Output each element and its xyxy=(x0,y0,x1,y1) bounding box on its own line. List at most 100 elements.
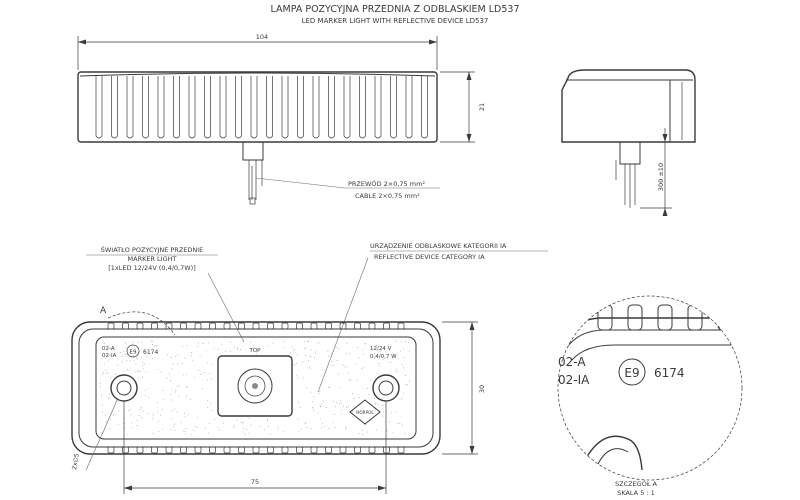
lens-dot xyxy=(237,348,239,350)
lens-dot xyxy=(346,342,348,344)
lens-dot xyxy=(137,425,138,426)
lens-dot xyxy=(338,348,340,350)
lens-dot xyxy=(132,346,134,348)
housing-tooth xyxy=(354,322,361,330)
lens-dot xyxy=(174,408,176,410)
lens-dot xyxy=(367,431,369,433)
approval-number: 6174 xyxy=(143,349,158,356)
lens-dot xyxy=(207,432,209,434)
lens-dot xyxy=(250,350,252,352)
lens-dot xyxy=(126,360,128,362)
lens-dot xyxy=(213,418,215,420)
lens-dot xyxy=(294,348,296,350)
arrow-up xyxy=(469,322,475,330)
lens-dot xyxy=(125,354,126,355)
lens-dot xyxy=(313,357,315,359)
lens-dot xyxy=(131,422,133,424)
lens-dot xyxy=(174,391,176,393)
front-ribs xyxy=(95,76,428,139)
lens-dot xyxy=(171,388,173,390)
led-icon xyxy=(252,383,258,389)
marker-note-line3: [1xLED 12/24V (0,4/0,7W)] xyxy=(108,264,195,272)
lens-dot xyxy=(306,387,307,389)
front-rib xyxy=(188,76,196,139)
cable-end xyxy=(249,197,256,205)
lens-dot xyxy=(160,414,162,416)
lens-dot xyxy=(156,345,158,347)
detail-marker-arc xyxy=(107,311,176,336)
lens-dot xyxy=(303,341,305,343)
lens-dot xyxy=(176,363,178,365)
lens-dot xyxy=(241,422,243,424)
lens-dot xyxy=(307,340,308,342)
front-rib xyxy=(328,76,335,139)
lens-dot xyxy=(144,363,146,365)
lens-dot xyxy=(236,347,238,349)
lens-dot xyxy=(191,359,193,361)
arrow-right xyxy=(378,485,386,491)
lens-dot xyxy=(328,355,330,357)
lens-dot xyxy=(393,354,395,356)
lens-dot xyxy=(315,351,316,353)
arrow-right xyxy=(429,39,437,45)
lens-dot xyxy=(310,391,312,393)
lens-dot xyxy=(144,389,146,391)
led-window xyxy=(217,355,293,417)
lens-dot xyxy=(158,431,160,433)
lens-dot xyxy=(100,432,102,434)
marker-note: ŚWIATŁO POZYCYJNE PRZEDNIE MARKER LIGHT … xyxy=(86,245,245,343)
lens-dot xyxy=(152,412,154,414)
lens-dot xyxy=(304,422,306,424)
lens-dot xyxy=(368,394,370,395)
lens-dot xyxy=(400,415,402,417)
lens-dot xyxy=(190,355,192,357)
detail-label: A xyxy=(100,306,107,316)
cable-note-pl: PRZEWÓD 2×0,75 mm² xyxy=(348,179,425,188)
lens-dot xyxy=(198,370,199,372)
housing-tooth xyxy=(238,446,245,454)
lens-dot xyxy=(339,400,341,402)
lens-dot xyxy=(362,434,364,435)
front-rib xyxy=(421,76,428,139)
front-rib xyxy=(312,76,320,139)
lens-dot xyxy=(386,430,388,432)
lens-dot xyxy=(353,398,355,400)
housing-tooth xyxy=(209,446,216,454)
lens-dot xyxy=(309,368,311,370)
lens-dot xyxy=(364,343,366,345)
housing-tooth xyxy=(397,446,405,454)
lens-dot xyxy=(308,340,310,342)
lens-dot xyxy=(141,376,143,378)
lens-dot xyxy=(309,366,311,368)
mounting-hole-left xyxy=(110,374,138,402)
lens-dot xyxy=(397,423,399,425)
side-view: 300 ±10 xyxy=(561,69,696,216)
lens-dot xyxy=(340,409,342,411)
lens-dot xyxy=(107,355,109,356)
lens-dot xyxy=(374,397,376,399)
lens-dot xyxy=(298,431,300,433)
lens-dot xyxy=(150,340,152,342)
lens-dot xyxy=(183,412,185,414)
lens-area xyxy=(95,336,417,440)
detail-code1: 02-A xyxy=(558,355,586,369)
lens-dot xyxy=(193,376,195,378)
lens-dot xyxy=(305,355,307,356)
housing-tooth xyxy=(151,322,158,330)
lens-dot xyxy=(170,393,172,395)
reflex-note: URZĄDZENIE ODBLASKOWE KATEGORII IA REFLE… xyxy=(317,242,548,393)
lens-dot xyxy=(362,366,364,368)
lens-dot xyxy=(339,402,341,404)
front-rib xyxy=(126,76,134,139)
front-rib xyxy=(281,76,289,139)
housing-tooth xyxy=(151,446,158,454)
lens-dot xyxy=(101,374,103,376)
lens-dot xyxy=(143,368,145,370)
lens-dot xyxy=(151,340,153,342)
lens-dot xyxy=(346,407,347,408)
lens-dot xyxy=(135,363,137,365)
lens-dot xyxy=(127,410,129,412)
lens-dot xyxy=(133,359,135,361)
